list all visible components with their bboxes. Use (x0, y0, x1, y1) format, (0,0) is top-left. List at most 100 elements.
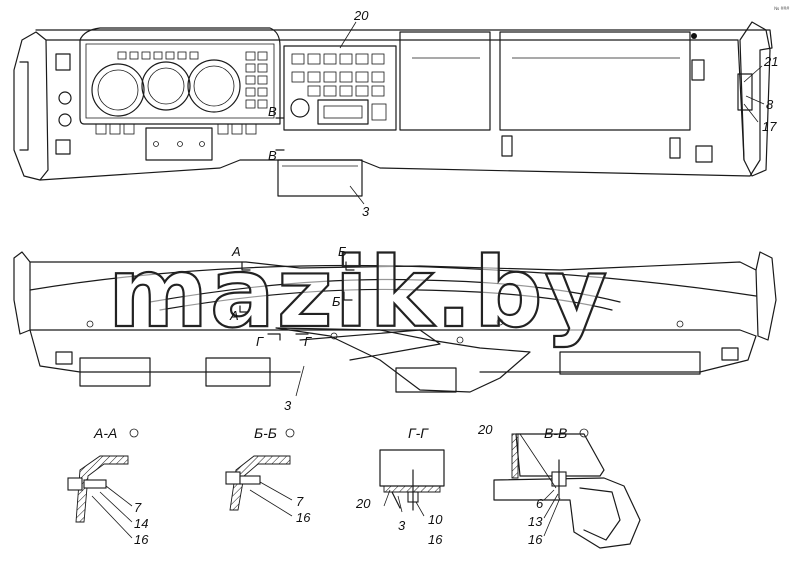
detail-vv-bracket (493, 477, 641, 549)
detail-gg-part-16: 16 (428, 532, 443, 547)
detail-gg-part-20: 20 (355, 496, 371, 511)
front-section-a-lower: А (229, 308, 239, 323)
front-right-bottom (479, 335, 757, 373)
instrument-cluster-bezel (79, 27, 281, 125)
fastener-dot (691, 33, 697, 39)
front-groove-upper (149, 278, 621, 303)
detail-aa-section (75, 455, 129, 523)
front-section-g-right: Г (304, 334, 312, 349)
corner-mark: № ### (774, 6, 789, 12)
gauge-left (91, 63, 145, 117)
callout-8: 8 (766, 97, 774, 112)
lower-tray-part3 (277, 159, 363, 197)
front-left-switch (55, 351, 73, 365)
section-g-marks (267, 333, 309, 341)
section-b-arrow-lower (343, 291, 353, 301)
section-mark-v-upper: В (268, 104, 277, 119)
detail-vv-wall (511, 433, 519, 479)
callout-3-top: 3 (362, 204, 370, 219)
detail-vv: В-В 20 6 13 16 (477, 422, 641, 549)
gauge-right-inner (193, 65, 235, 107)
detail-vv-part-20: 20 (477, 422, 493, 437)
detail-gg-panel (379, 449, 445, 487)
center-console-tunnel (275, 327, 531, 393)
detail-gg: Г-Г 20 3 10 16 (355, 425, 445, 547)
front-section-a-upper: А (231, 244, 241, 259)
detail-bb: Б-Б 7 16 (225, 425, 311, 525)
right-switch (691, 59, 705, 81)
left-vent-2 (58, 113, 72, 127)
front-left-cap (13, 251, 31, 335)
section-v-marks (275, 117, 285, 151)
callout-3-front: 3 (284, 398, 292, 413)
detail-gg-flange (383, 485, 441, 493)
detail-aa-title: А-А (93, 425, 117, 441)
front-groove-lower (159, 288, 613, 311)
detail-bb-nut (225, 471, 241, 485)
gauge-center (141, 61, 191, 111)
right-corner-box (695, 145, 713, 163)
front-top-edge (29, 261, 757, 271)
detail-gg-title: Г-Г (408, 425, 429, 441)
front-lower-edge (29, 329, 757, 337)
callout-17: 17 (762, 119, 777, 134)
center-console-plate (145, 127, 213, 161)
front-section-markers: А А Б Б Г Г 3 (229, 244, 355, 413)
detail-bb-bolt (239, 475, 261, 485)
section-a-arrow-lower (239, 305, 249, 313)
gauge-center-inner (147, 67, 185, 105)
detail-bb-section (229, 455, 291, 511)
mount-bracket-2 (669, 137, 681, 159)
console-top-plate (299, 329, 441, 361)
instrument-cluster-inner (85, 43, 275, 119)
detail-bb-title: Б-Б (254, 425, 277, 441)
front-view-panel (13, 251, 777, 393)
front-right-switch (721, 347, 739, 361)
detail-gg-part-3: 3 (398, 518, 406, 533)
vent-center-left (205, 357, 271, 387)
left-vent-1 (58, 91, 72, 105)
detail-vv-part-13: 13 (528, 514, 543, 529)
detail-gg-part-10: 10 (428, 512, 443, 527)
section-mark-v-lower: В (268, 148, 277, 163)
detail-vv-title: В-В (544, 425, 567, 441)
detail-aa-bolt (83, 479, 107, 489)
left-switch-1 (55, 53, 71, 71)
console-pocket (395, 367, 457, 393)
radio-slot (317, 99, 369, 125)
detail-aa-nut (67, 477, 83, 491)
rotary-knob (290, 98, 310, 118)
center-control-panel (283, 45, 397, 131)
vent-right (559, 351, 701, 375)
callout-21: 21 (763, 54, 778, 69)
storage-panel-1 (399, 31, 491, 131)
front-left-bottom (29, 329, 301, 373)
front-right-cap (755, 251, 777, 341)
control-buttons (291, 53, 385, 97)
detail-vv-part-6: 6 (536, 496, 544, 511)
left-end-cap (13, 31, 49, 181)
gauge-right (187, 59, 241, 113)
detail-aa-part-16: 16 (134, 532, 149, 547)
lower-switch-row (95, 123, 257, 135)
front-section-b-upper: Б (338, 244, 347, 259)
front-section-b-lower: Б (332, 294, 341, 309)
detail-bb-part-7: 7 (296, 494, 304, 509)
indicator-lamps (117, 51, 268, 109)
watermark: mazik.by (108, 237, 609, 349)
storage-panel-2 (499, 31, 691, 131)
left-switch-2 (55, 139, 71, 155)
detail-aa-part-7: 7 (134, 500, 142, 515)
detail-bb-part-16: 16 (296, 510, 311, 525)
left-bracket (19, 61, 29, 151)
top-outline (35, 29, 773, 181)
section-b-arrow-upper (345, 261, 355, 271)
right-bracket (737, 73, 753, 111)
top-view-panel (13, 21, 773, 197)
front-crown-line (29, 264, 757, 297)
detail-aa: А-А 7 14 16 (67, 425, 149, 547)
detail-aa-part-14: 14 (134, 516, 148, 531)
top-callouts: 20 21 8 17 3 В В (268, 8, 778, 219)
